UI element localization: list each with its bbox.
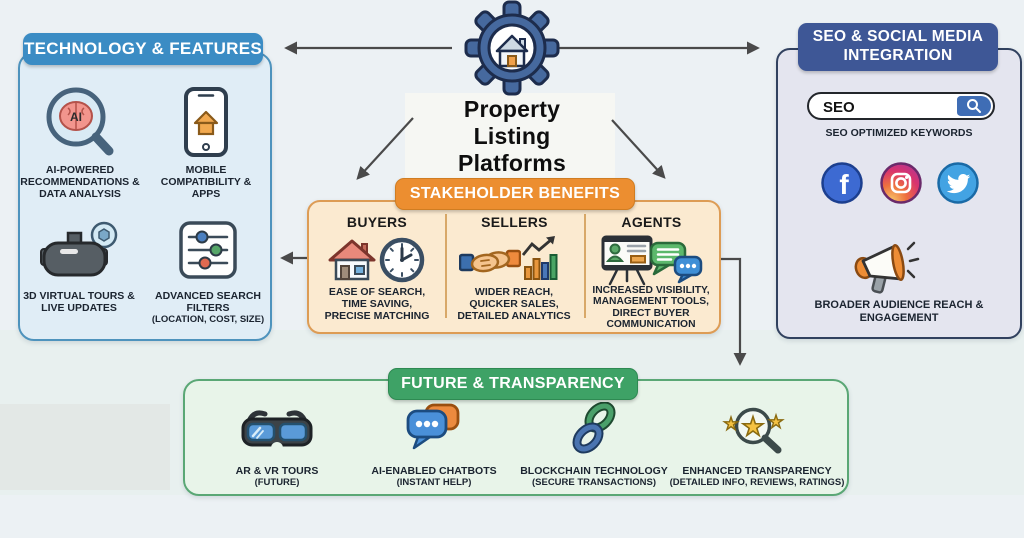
- filter-sliders-icon: [179, 221, 237, 279]
- future-item-sublabel: (FUTURE): [254, 477, 300, 488]
- main-title: Property Listing Platforms: [412, 96, 612, 177]
- arrow-title-to-stakeholders-left: [356, 117, 414, 180]
- tech-item-label: 3D VIRTUAL TOURS & LIVE UPDATES: [23, 290, 135, 315]
- megaphone-icon: [854, 241, 920, 294]
- chat-bubbles-icon: [649, 241, 703, 284]
- main-title-line-3: Platforms: [458, 150, 566, 176]
- main-title-line-1: Property: [463, 96, 561, 122]
- seo-header-line-1: SEO & SOCIAL MEDIA: [812, 28, 984, 46]
- main-title-line-2: Listing: [473, 123, 551, 149]
- column-divider: [584, 214, 586, 318]
- column-benefits-agents: INCREASED VISIBILITY, MANAGEMENT TOOLS, …: [592, 285, 710, 330]
- future-header: FUTURE & TRANSPARENCY: [388, 368, 638, 400]
- gear-house-icon: [464, 0, 560, 96]
- future-item-sublabel: (INSTANT HELP): [396, 477, 472, 488]
- column-benefits-sellers: WIDER REACH, QUICKER SALES, DETAILED ANA…: [457, 286, 571, 322]
- arrow-title-to-stakeholders-right: [611, 119, 666, 179]
- magnifier-icon: [967, 99, 981, 113]
- house-icon: [328, 239, 376, 281]
- seo-box: SEO OPTIMIZED KEYWORDS f: [776, 48, 1022, 339]
- tech-item-label: AI-POWERED RECOMMENDATIONS & DATA ANALYS…: [20, 164, 140, 201]
- column-benefits-buyers: EASE OF SEARCH, TIME SAVING, PRECISE MAT…: [324, 286, 430, 322]
- tech-item-sublabel: (LOCATION, COST, SIZE): [151, 314, 265, 325]
- seo-benefit-label: BROADER AUDIENCE REACH & ENGAGEMENT: [814, 299, 984, 324]
- instagram-icon: [880, 162, 922, 204]
- chatbot-icon: [406, 403, 460, 450]
- tech-box: AI AI-POWERED RECOMMENDATIONS & DATA ANA…: [18, 52, 272, 341]
- facebook-icon: f: [821, 162, 863, 204]
- bar-chart-icon: [521, 236, 558, 280]
- ai-label: AI: [70, 110, 82, 124]
- column-title-sellers: SELLERS: [481, 214, 548, 230]
- future-item-label: AI-ENABLED CHATBOTS: [371, 465, 497, 477]
- presentation-board-icon: [601, 235, 653, 286]
- stakeholders-header: STAKEHOLDER BENEFITS: [395, 178, 635, 210]
- tech-header: TECHNOLOGY & FEATURES: [23, 33, 263, 65]
- column-divider: [445, 214, 447, 318]
- column-title-agents: AGENTS: [621, 214, 682, 230]
- stakeholders-box: BUYERS EASE OF SEARCH, TIME SAVING, PREC…: [307, 200, 721, 334]
- seo-keywords-label: SEO OPTIMIZED KEYWORDS: [825, 127, 973, 139]
- seo-search-button[interactable]: [957, 96, 991, 116]
- column-title-buyers: BUYERS: [346, 214, 408, 230]
- arrow-agents-to-future: [717, 257, 747, 366]
- ar-goggles-icon: [241, 410, 313, 453]
- tech-item-label: ADVANCED SEARCH FILTERS: [155, 290, 261, 315]
- seo-header-line-2: INTEGRATION: [843, 47, 953, 64]
- blockchain-chain-icon: [572, 402, 616, 454]
- mobile-phone-icon: [184, 87, 228, 157]
- future-item-label: AR & VR TOURS: [235, 465, 319, 477]
- seo-search-input[interactable]: [821, 95, 935, 119]
- future-item-label: BLOCKCHAIN TECHNOLOGY: [520, 465, 668, 477]
- tech-item-label: MOBILE COMPATIBILITY & APPS: [160, 164, 252, 201]
- future-item-sublabel: (DETAILED INFO, REVIEWS, RATINGS): [669, 477, 845, 488]
- future-item-label: ENHANCED TRANSPARENCY: [682, 465, 832, 477]
- seo-header: SEO & SOCIAL MEDIA INTEGRATION: [798, 23, 998, 71]
- twitter-icon: [937, 162, 979, 204]
- clock-icon: [379, 237, 425, 283]
- facebook-letter: f: [839, 169, 849, 200]
- ai-magnifier-brain-icon: AI: [46, 87, 114, 156]
- handshake-icon: [459, 249, 521, 273]
- magnifier-stars-icon: [723, 407, 784, 454]
- future-item-sublabel: (SECURE TRANSACTIONS): [531, 477, 657, 488]
- vr-headset-icon: [40, 221, 118, 277]
- seo-search-bar[interactable]: [807, 92, 995, 120]
